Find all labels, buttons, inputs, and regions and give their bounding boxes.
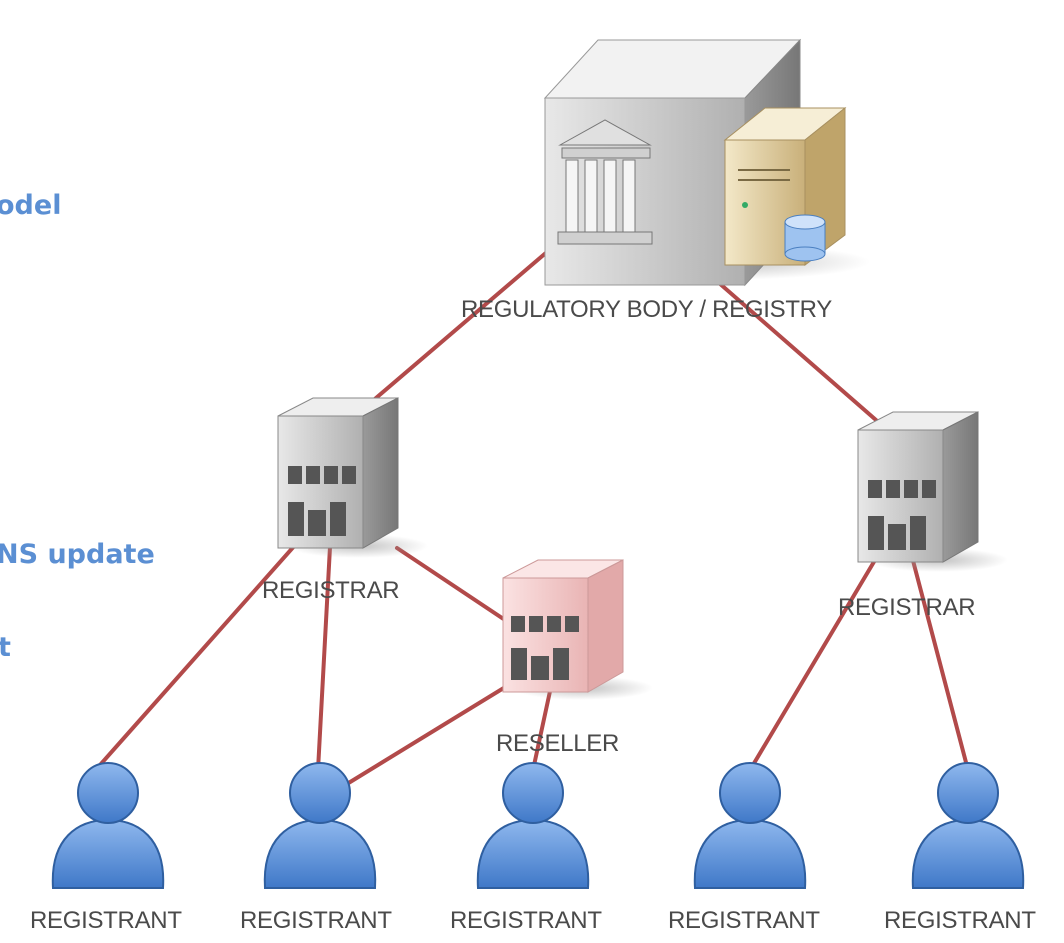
registrar-left-label: REGISTRAR bbox=[262, 577, 400, 604]
reseller-label: RESELLER bbox=[496, 730, 619, 757]
registrant-5-icon bbox=[911, 762, 1025, 889]
connector-registry-registrar-left bbox=[360, 232, 570, 412]
registrar-right-building-icon bbox=[857, 411, 1008, 572]
side-text-fragment-3: t bbox=[0, 632, 11, 663]
connector-registrar-left-reseller bbox=[395, 546, 510, 624]
connector-registrar-right-registrant-5 bbox=[909, 551, 970, 772]
reseller-building-icon bbox=[502, 559, 653, 700]
connector-registry-registrar-right bbox=[693, 260, 886, 429]
registrar-right-label: REGISTRAR bbox=[838, 594, 976, 621]
connector-registrar-left-registrant-1 bbox=[98, 533, 306, 767]
registrant-2-icon bbox=[263, 762, 377, 889]
registrar-left-building-icon bbox=[277, 397, 428, 558]
registrant-label-3: REGISTRANT bbox=[450, 907, 602, 934]
registrant-label-2: REGISTRANT bbox=[240, 907, 392, 934]
registrant-3-icon bbox=[476, 762, 590, 889]
registrant-label-4: REGISTRANT bbox=[668, 907, 820, 934]
registry-building-icon bbox=[543, 38, 870, 287]
registrant-label-5: REGISTRANT bbox=[884, 907, 1036, 934]
registrant-1-icon bbox=[51, 762, 165, 889]
connector-registrar-right-registrant-4 bbox=[748, 548, 883, 772]
person-icons bbox=[51, 762, 1025, 889]
connector-registrar-left-registrant-2 bbox=[316, 545, 332, 772]
registrant-4-icon bbox=[693, 762, 807, 889]
registrant-label-1: REGISTRANT bbox=[30, 907, 182, 934]
registry-label: REGULATORY BODY / REGISTRY bbox=[461, 296, 832, 323]
connector-reseller-registrant-2 bbox=[340, 676, 522, 789]
side-text-fragment-1: odel bbox=[0, 190, 62, 221]
side-text-fragment-2: NS update bbox=[0, 539, 155, 570]
